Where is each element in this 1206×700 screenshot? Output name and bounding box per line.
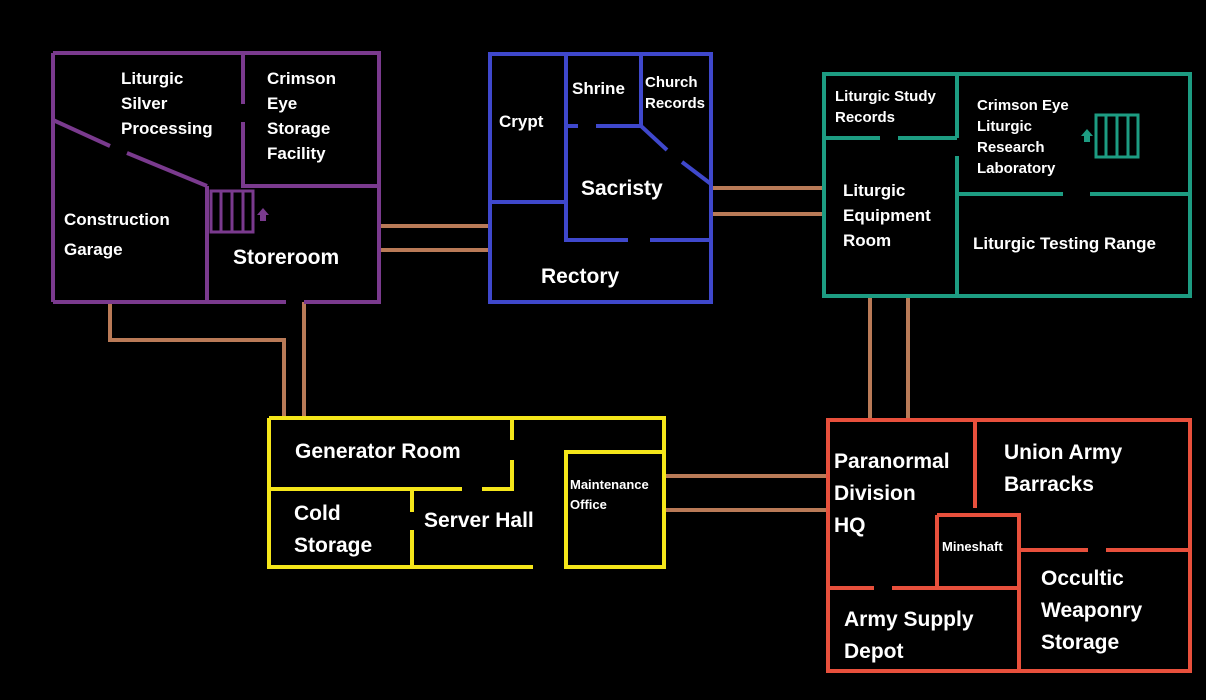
room-crimson-eye-storage-facility: Crimson Eye Storage Facility xyxy=(267,69,341,163)
room-church-records: Church Records xyxy=(645,74,705,112)
room-liturgic-testing-range: Liturgic Testing Range xyxy=(973,234,1156,253)
room-maintenance-office: Maintenance Office xyxy=(570,477,652,512)
room-shrine: Shrine xyxy=(572,79,625,98)
room-storeroom: Storeroom xyxy=(233,246,339,269)
corridor-purple-yellow-west xyxy=(108,302,286,418)
room-rectory: Rectory xyxy=(541,265,620,288)
room-liturgic-equipment-room: Liturgic Equipment Room xyxy=(843,181,936,250)
room-mineshaft: Mineshaft xyxy=(942,539,1003,554)
corridor-purple-blue xyxy=(380,224,490,252)
room-liturgic-study-records: Liturgic Study Records xyxy=(835,88,940,126)
room-army-supply-depot: Army Supply Depot xyxy=(844,608,979,663)
room-occultic-weaponry-storage: Occultic Weaponry Storage xyxy=(1041,567,1148,654)
room-union-army-barracks: Union Army Barracks xyxy=(1004,441,1128,496)
up-arrow-icon xyxy=(257,208,269,221)
room-server-hall: Server Hall xyxy=(424,509,534,532)
room-sacristy: Sacristy xyxy=(581,177,663,200)
red-wing xyxy=(826,418,1192,673)
room-generator-room: Generator Room xyxy=(295,440,461,463)
yellow-wing xyxy=(267,416,666,569)
corridor-blue-teal xyxy=(711,186,824,216)
room-liturgic-silver-processing: Liturgic Silver Processing xyxy=(121,69,213,138)
room-crypt: Crypt xyxy=(499,112,544,131)
purple-wing xyxy=(51,51,381,304)
room-paranormal-division-hq: Paranormal Division HQ xyxy=(834,450,955,537)
staircase-icon xyxy=(1094,113,1140,159)
corridors xyxy=(108,186,910,512)
teal-wing xyxy=(822,72,1192,298)
up-arrow-icon xyxy=(1081,129,1093,142)
room-crimson-eye-liturgic-research-laboratory: Crimson Eye Liturgic Research Laboratory xyxy=(977,97,1073,177)
room-cold-storage: Cold Storage xyxy=(294,502,372,557)
blue-wing xyxy=(488,52,713,304)
room-construction-garage: Construction Garage xyxy=(64,210,175,259)
staircase-icon xyxy=(209,189,255,234)
